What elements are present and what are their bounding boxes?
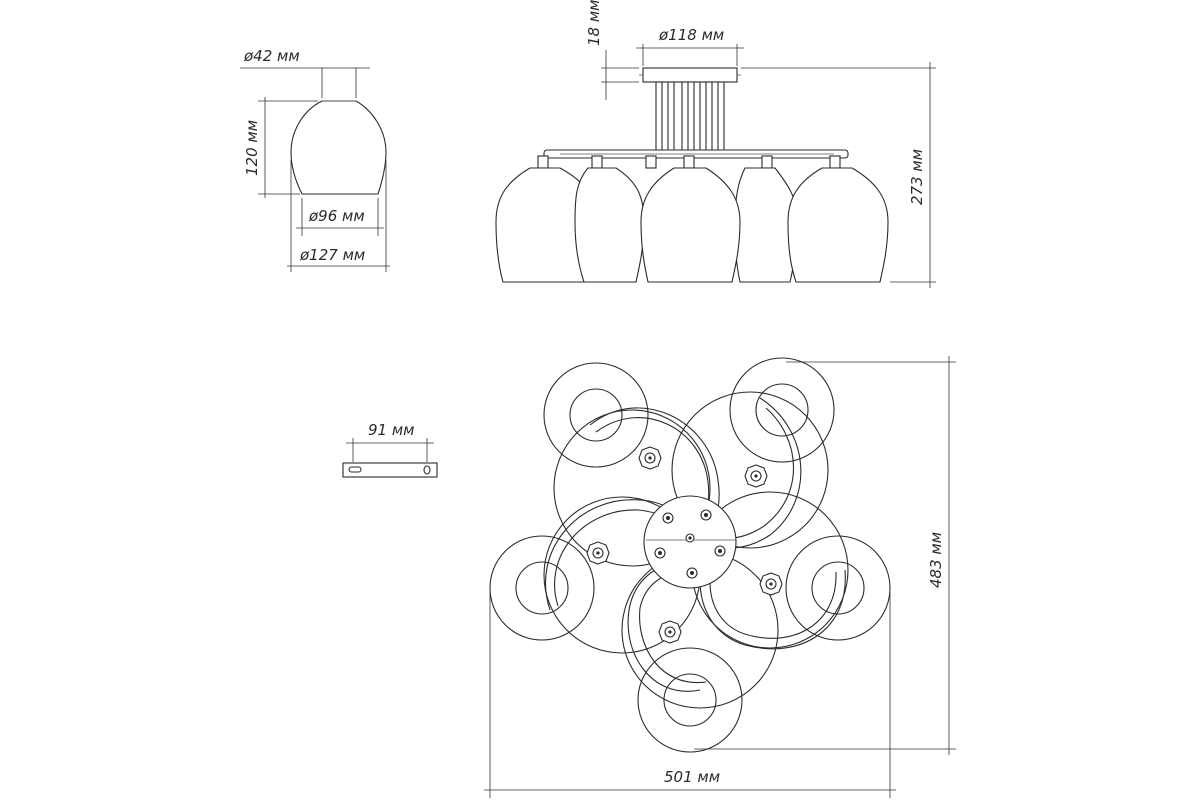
mounting-bracket: 91 мм [342, 421, 438, 478]
dim-total-width: 501 мм [664, 768, 720, 786]
plan-view: 483 мм 501 мм [484, 356, 956, 798]
dim-canopy-thickness: 18 мм [585, 0, 603, 46]
dim-shade-top-diameter: ø42 мм [243, 47, 300, 65]
dim-shade-max-diameter: ø127 мм [299, 246, 365, 264]
dim-shade-neck-diameter: ø96 мм [308, 207, 365, 225]
shades-row [495, 167, 889, 283]
dim-canopy-diameter: ø118 мм [658, 26, 724, 44]
shade-outline [290, 100, 387, 195]
plan-canopy [643, 495, 737, 589]
dim-bracket-length: 91 мм [368, 421, 415, 439]
dim-shade-height: 120 мм [243, 120, 261, 176]
canopy [642, 67, 738, 83]
side-elevation: 18 мм ø118 мм 273 мм [495, 0, 936, 288]
dim-total-height: 273 мм [908, 149, 926, 205]
support-rods [655, 81, 725, 155]
plan-rosettes [586, 446, 783, 644]
shade-detail: ø42 мм 120 мм ø96 мм ø127 мм [240, 47, 390, 272]
dim-total-depth: 483 мм [927, 532, 945, 588]
